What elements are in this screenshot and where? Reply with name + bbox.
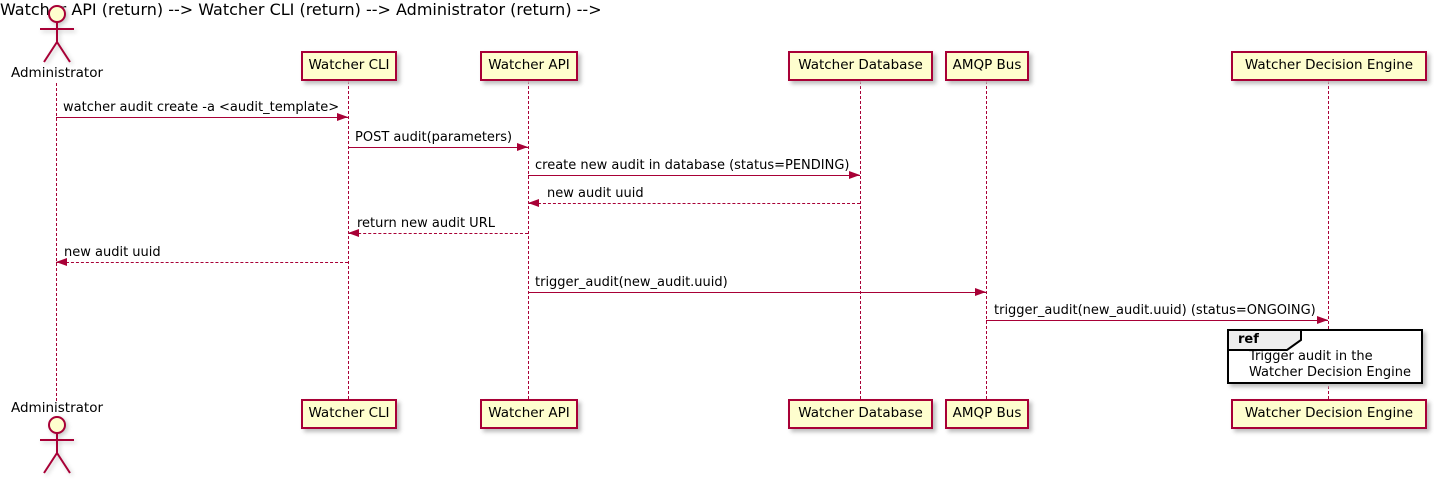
- participant-box-watcher-cli-top: Watcher CLI: [301, 51, 397, 81]
- participant-box-watcher-api-top: Watcher API: [480, 51, 578, 81]
- lifeline-watcher-database: [860, 81, 861, 399]
- participant-box-watcher-decision-engine-bottom: Watcher Decision Engine: [1231, 399, 1427, 429]
- message-label: trigger_audit(new_audit.uuid) (status=ON…: [994, 303, 1316, 318]
- ref-text-line: Trigger audit in the: [1249, 349, 1373, 364]
- message-label: watcher audit create -a <audit_template>: [63, 100, 340, 115]
- message-label: return new audit URL: [357, 216, 495, 231]
- arrowhead-left-icon: [348, 229, 359, 237]
- message-label: POST audit(parameters): [355, 130, 513, 145]
- arrowhead-right-icon: [517, 143, 528, 151]
- participant-box-watcher-database-top: Watcher Database: [788, 51, 933, 81]
- actor-figure-icon: [40, 5, 74, 63]
- message-label: new audit uuid: [64, 245, 161, 260]
- participant-box-watcher-api-bottom: Watcher API: [480, 399, 578, 429]
- ref-tab-pentagon-icon: [1227, 329, 1302, 351]
- message-line: [56, 117, 348, 118]
- arrowhead-right-icon: [849, 171, 860, 179]
- message-line: [528, 203, 860, 204]
- lifeline-watcher-cli: [348, 81, 349, 399]
- arrowhead-right-icon: [1317, 316, 1328, 324]
- ref-body-text: Trigger audit in the Watcher Decision En…: [1249, 349, 1411, 381]
- message-line: [348, 233, 528, 234]
- message-line: [348, 147, 528, 148]
- ref-text-line: Watcher Decision Engine: [1249, 365, 1411, 380]
- message-label: create new audit in database (status=PEN…: [535, 158, 850, 173]
- actor-figure-icon: [40, 416, 74, 474]
- actor-label-top: Administrator: [10, 65, 104, 81]
- lifeline-administrator: [56, 83, 57, 401]
- participant-box-watcher-database-bottom: Watcher Database: [788, 399, 933, 429]
- message-line: [56, 262, 348, 263]
- arrowhead-right-icon: [337, 113, 348, 121]
- arrowhead-left-icon: [56, 258, 67, 266]
- participant-box-watcher-cli-bottom: Watcher CLI: [301, 399, 397, 429]
- lifeline-amqp-bus: [986, 81, 987, 399]
- message-line: [986, 320, 1328, 321]
- ref-tab-label: ref: [1238, 332, 1259, 347]
- participant-box-watcher-decision-engine-top: Watcher Decision Engine: [1231, 51, 1427, 81]
- message-line: [528, 175, 860, 176]
- message-label: trigger_audit(new_audit.uuid): [535, 275, 728, 290]
- message-line: [528, 292, 986, 293]
- message-label: new audit uuid: [547, 186, 644, 201]
- actor-label-bottom: Administrator: [10, 400, 104, 416]
- lifeline-watcher-decision-engine: [1328, 81, 1329, 399]
- participant-box-amqp-bus-top: AMQP Bus: [945, 51, 1029, 81]
- lifeline-watcher-api: [528, 81, 529, 399]
- arrowhead-right-icon: [975, 288, 986, 296]
- participant-box-amqp-bus-bottom: AMQP Bus: [945, 399, 1029, 429]
- arrowhead-left-icon: [528, 199, 539, 207]
- ref-fragment: ref Trigger audit in the Watcher Decisio…: [1227, 329, 1423, 384]
